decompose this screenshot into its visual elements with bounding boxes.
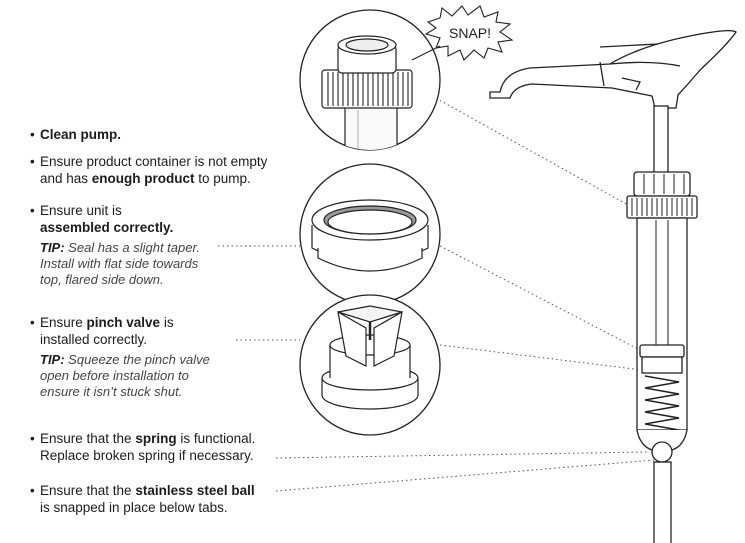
pump-tube: [636, 217, 688, 431]
seal-detail: [299, 163, 441, 305]
leader-cap: [431, 95, 629, 206]
seal-tip: TIP: Seal has a slight taper. Install wi…: [40, 240, 200, 287]
item-spring: •Ensure that the spring is functional. R…: [30, 431, 256, 463]
pinch-valve-tip: TIP: Squeeze the pinch valve open before…: [40, 352, 210, 399]
pump-body: [489, 30, 737, 543]
pinch-valve-detail: [299, 294, 441, 436]
item-clean-pump: •Clean pump.: [30, 127, 122, 142]
pump-head: [489, 30, 737, 109]
item-steel-ball: •Ensure that the stainless steel ball is…: [30, 483, 255, 515]
leader-ball: [275, 459, 656, 492]
item-assembled-correctly: •Ensure unit is assembled correctly. TIP…: [30, 203, 200, 287]
leader-seal: [439, 245, 641, 351]
item-pinch-valve: •Ensure pinch valve is installed correct…: [30, 315, 210, 399]
leader-lines: [218, 95, 656, 492]
snap-burst: [424, 5, 514, 61]
pump-spring: [644, 375, 680, 437]
leader-spring: [275, 451, 649, 459]
pump-collar: [633, 171, 691, 197]
steel-ball: [651, 441, 673, 463]
snap-label: SNAP!: [449, 25, 491, 41]
leader-valve: [439, 344, 643, 371]
item-product-container: •Ensure product container is not empty a…: [30, 154, 268, 186]
cap-detail: SNAP!: [299, 5, 514, 151]
dip-tube: [653, 461, 672, 543]
